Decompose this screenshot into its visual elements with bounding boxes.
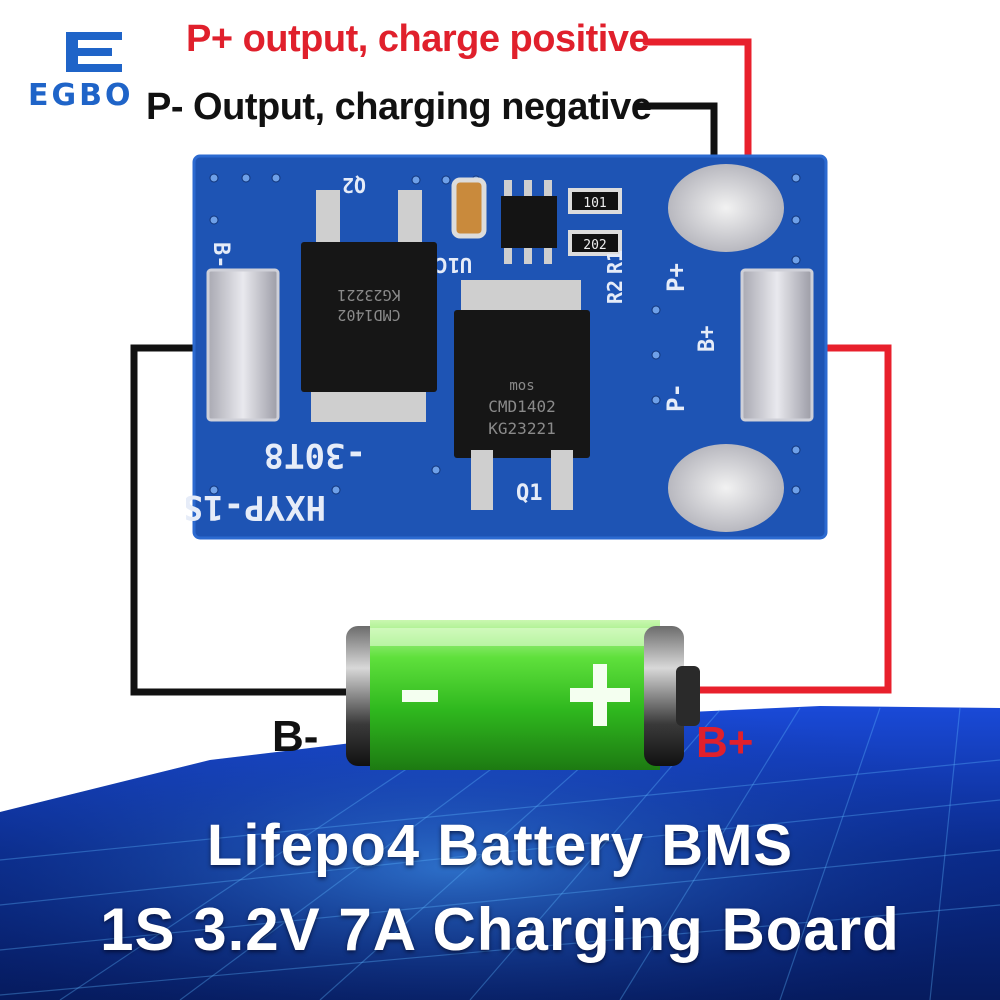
resistor-r2: 202: [568, 230, 622, 256]
label-p-minus: P- Output, charging negative: [146, 86, 652, 128]
svg-text:P+: P+: [662, 263, 690, 292]
svg-text:P-: P-: [662, 383, 690, 412]
svg-text:U1C: U1C: [436, 253, 472, 277]
svg-text:Q1: Q1: [516, 481, 543, 506]
resistor-r1: 101: [568, 188, 622, 214]
svg-text:mos: mos: [509, 378, 534, 394]
svg-text:R1: R1: [603, 250, 627, 274]
pad-p-plus: [668, 164, 784, 252]
pad-p-minus: [668, 444, 784, 532]
label-b-plus: B+: [696, 718, 754, 767]
b-minus-wire: [130, 344, 350, 696]
svg-text:B+: B+: [695, 326, 720, 353]
capacitor: [451, 177, 487, 239]
svg-text:CMD1402: CMD1402: [337, 306, 400, 324]
headline-line-1: Lifepo4 Battery BMS: [206, 813, 794, 878]
svg-text:101: 101: [583, 196, 606, 211]
label-p-plus: P+ output, charge positive: [186, 18, 650, 60]
svg-text:-30T8: -30T8: [264, 435, 366, 475]
svg-text:KG23221: KG23221: [337, 286, 400, 304]
mosfet-q2: CMD1402 KG23221: [301, 190, 437, 422]
label-b-minus: B-: [272, 712, 319, 761]
battery-minus-sign: [402, 690, 438, 702]
ic-u1: [501, 180, 557, 264]
svg-text:R2: R2: [603, 280, 627, 304]
battery-plus-v: [593, 664, 607, 726]
mosfet-q1: mos CMD1402 KG23221: [454, 280, 590, 510]
svg-text:Q2: Q2: [342, 173, 366, 197]
svg-text:CMD1402: CMD1402: [488, 397, 555, 416]
egbo-logo-icon: [66, 32, 122, 72]
svg-text:B-: B-: [208, 242, 233, 269]
pad-b-plus: [740, 268, 814, 422]
battery: [346, 620, 700, 770]
headline-line-2: 1S 3.2V 7A Charging Board: [100, 896, 900, 963]
svg-text:HXYP-1S: HXYP-1S: [186, 487, 326, 527]
svg-text:KG23221: KG23221: [488, 419, 555, 438]
pad-b-minus: [206, 268, 280, 422]
svg-text:202: 202: [583, 238, 606, 253]
brand-logo-text: EGBO: [28, 78, 134, 113]
b-plus-wire: [676, 344, 892, 694]
bms-pcb: CMD1402 KG23221 mos CMD1402 KG23221 101 …: [186, 154, 828, 540]
